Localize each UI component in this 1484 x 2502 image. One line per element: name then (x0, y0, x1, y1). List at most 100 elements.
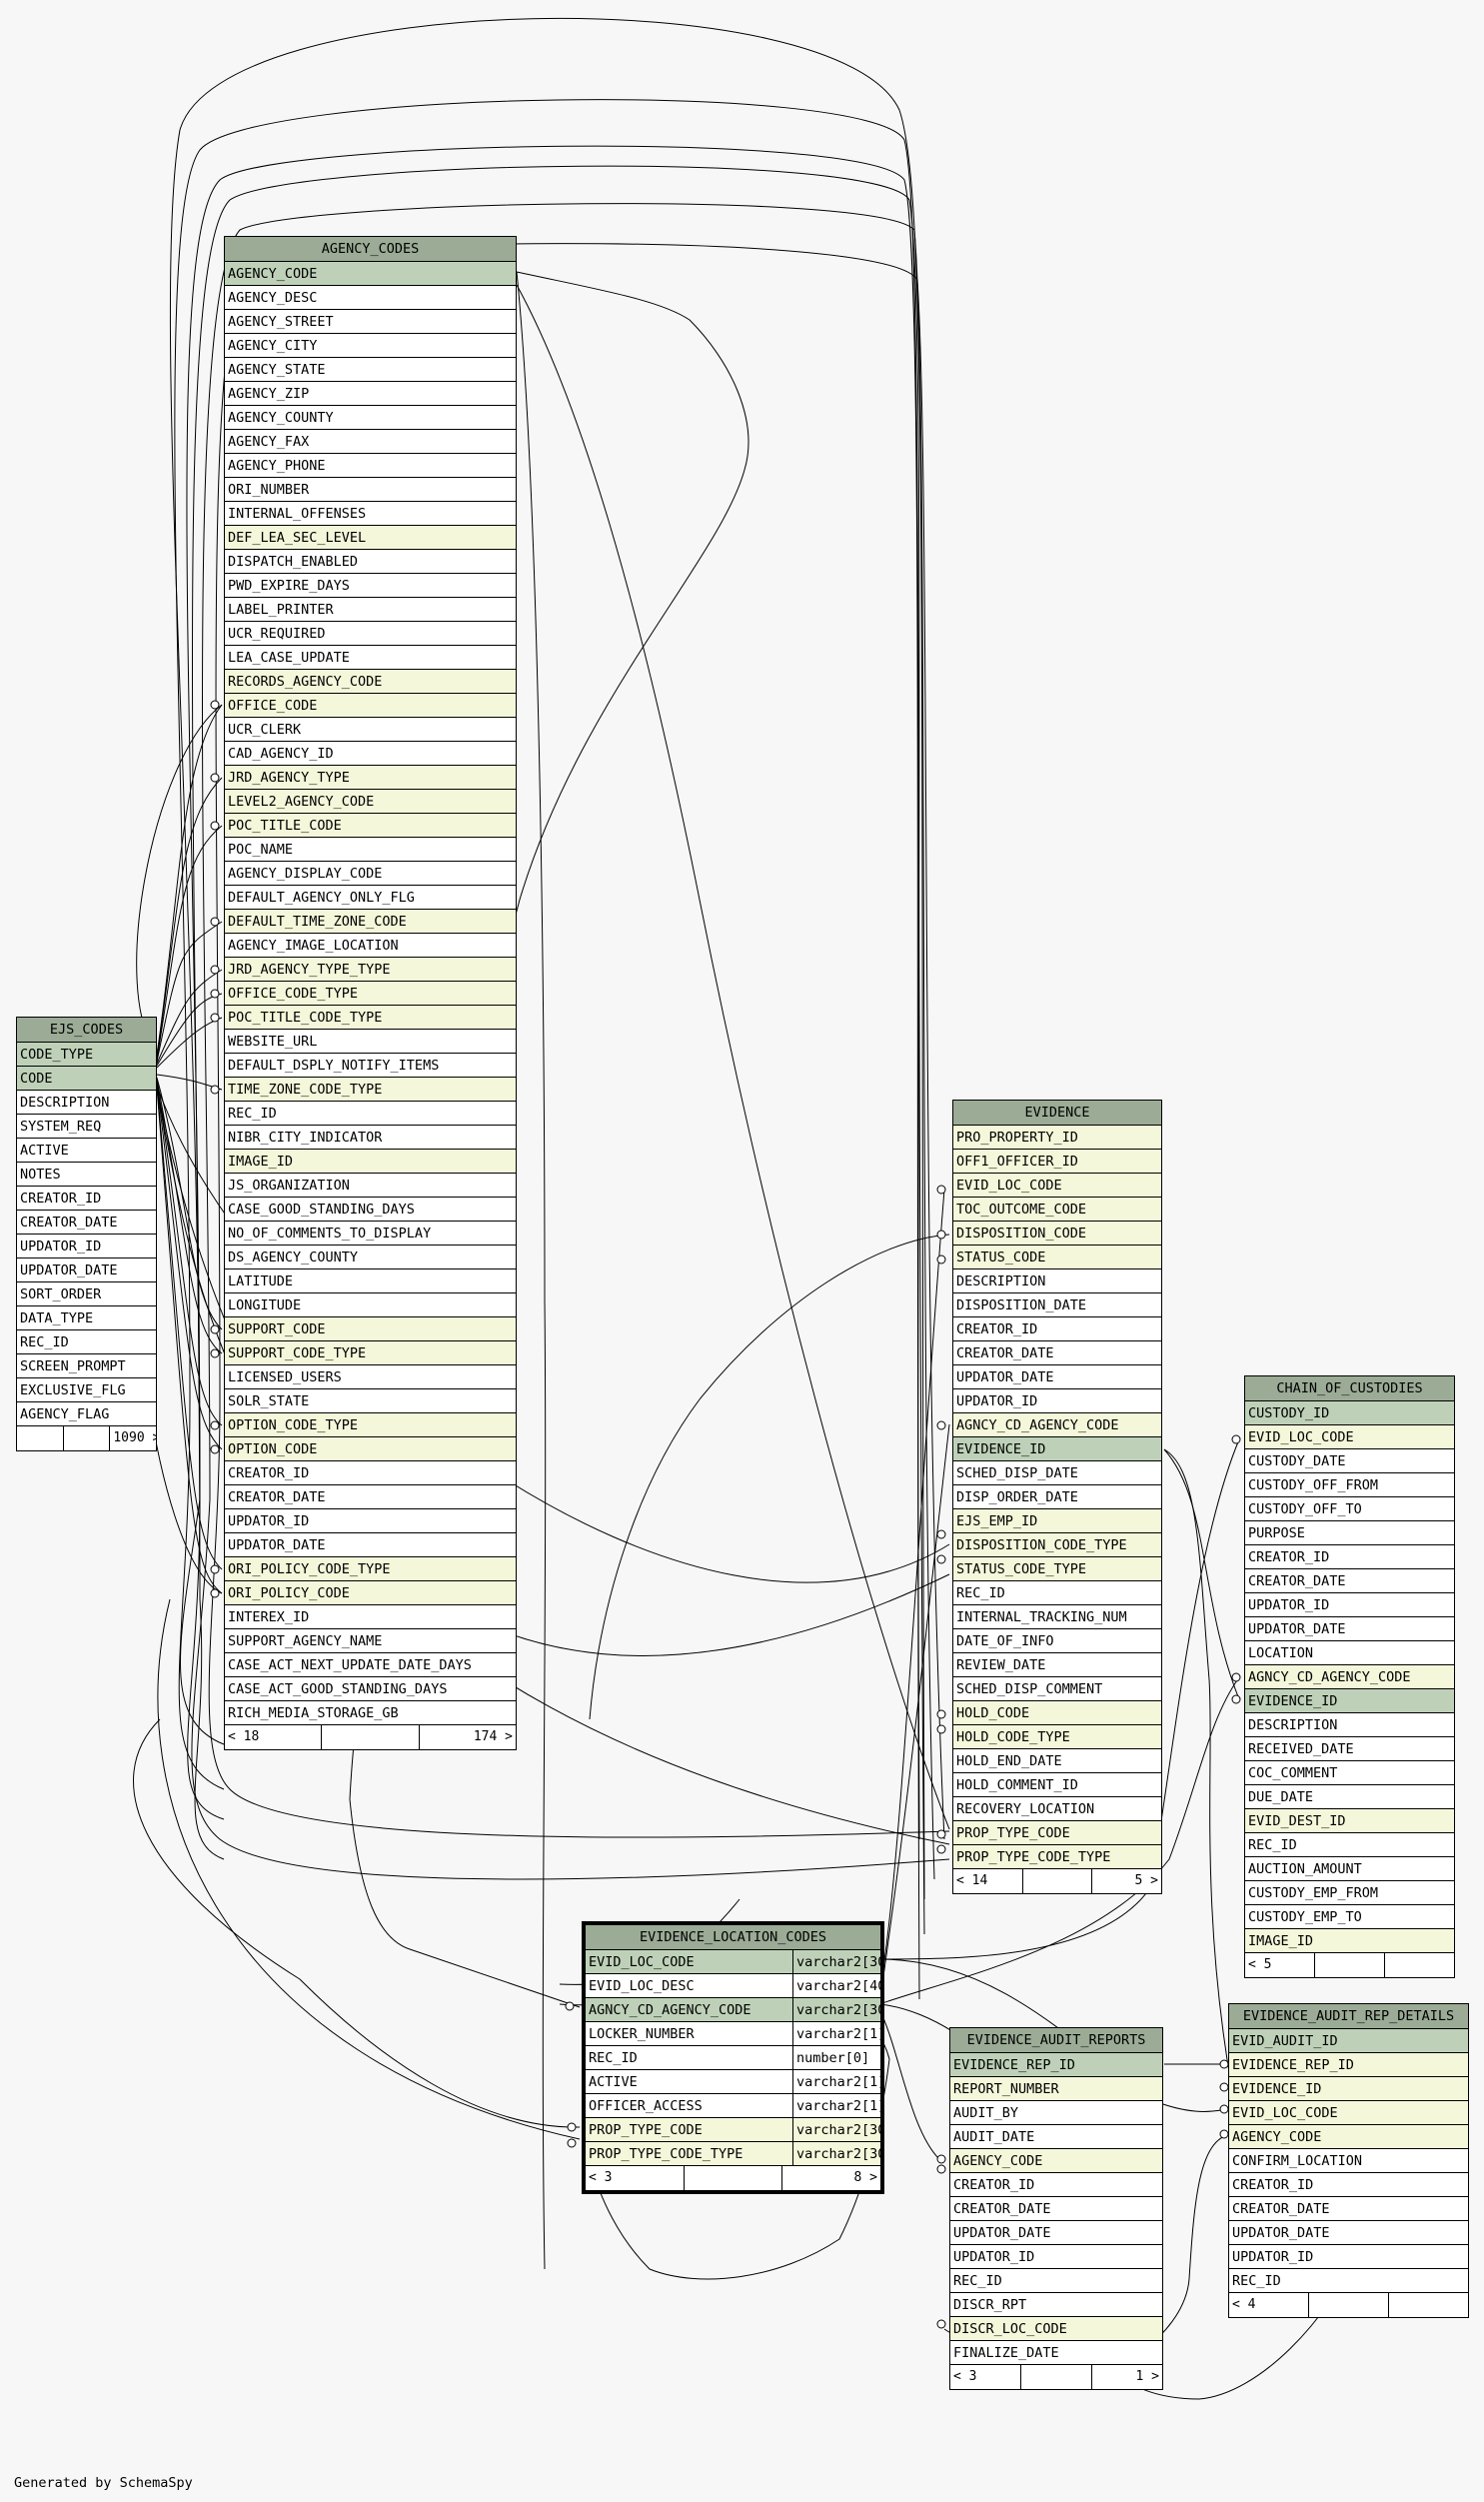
column-row[interactable]: COC_COMMENT (1245, 1761, 1454, 1785)
column-row[interactable]: STATUS_CODE (953, 1246, 1161, 1269)
column-row[interactable]: UPDATOR_ID (17, 1235, 156, 1258)
column-row[interactable]: CUSTODY_EMP_TO (1245, 1905, 1454, 1929)
column-row[interactable]: CAD_AGENCY_ID (225, 742, 516, 766)
column-row[interactable]: CREATOR_DATE (1245, 1569, 1454, 1593)
column-row[interactable]: JRD_AGENCY_TYPE_TYPE (225, 958, 516, 982)
column-row[interactable]: EVIDENCE_ID (1245, 1689, 1454, 1713)
column-row[interactable]: LATITUDE (225, 1269, 516, 1293)
column-row[interactable]: OFFICE_CODE_TYPE (225, 982, 516, 1006)
column-row[interactable]: SCREEN_PROMPT (17, 1354, 156, 1378)
column-row[interactable]: LONGITUDE (225, 1293, 516, 1317)
column-row[interactable]: PRO_PROPERTY_ID (953, 1126, 1161, 1150)
column-row[interactable]: DISP_ORDER_DATE (953, 1485, 1161, 1509)
column-row[interactable]: UCR_REQUIRED (225, 622, 516, 646)
column-row[interactable]: EVIDENCE_ID (1229, 2077, 1468, 2101)
column-row[interactable]: OFF1_OFFICER_ID (953, 1150, 1161, 1174)
table-header[interactable]: EJS_CODES (17, 1018, 156, 1043)
column-row[interactable]: UPDATOR_ID (950, 2245, 1162, 2269)
column-row[interactable]: UPDATOR_ID (953, 1389, 1161, 1413)
column-row[interactable]: LEA_CASE_UPDATE (225, 646, 516, 670)
column-row[interactable]: EXCLUSIVE_FLG (17, 1378, 156, 1402)
column-row[interactable]: PROP_TYPE_CODE (953, 1821, 1161, 1845)
table-header[interactable]: AGENCY_CODES (225, 237, 516, 262)
column-row[interactable]: CREATOR_ID (225, 1461, 516, 1485)
column-row[interactable]: CREATOR_ID (17, 1187, 156, 1211)
column-row[interactable]: RECORDS_AGENCY_CODE (225, 670, 516, 694)
column-row[interactable]: STATUS_CODE_TYPE (953, 1557, 1161, 1581)
column-row[interactable]: CUSTODY_OFF_TO (1245, 1497, 1454, 1521)
table-header[interactable]: EVIDENCE_LOCATION_CODES (586, 1925, 880, 1950)
column-row[interactable]: UPDATOR_DATE (225, 1533, 516, 1557)
column-row[interactable]: POC_NAME (225, 838, 516, 862)
column-row[interactable]: SUPPORT_CODE (225, 1317, 516, 1341)
column-row[interactable]: AGENCY_ZIP (225, 382, 516, 406)
column-row[interactable]: PROP_TYPE_CODE_TYPE (953, 1845, 1161, 1869)
column-row[interactable]: AUDIT_DATE (950, 2125, 1162, 2149)
column-row[interactable]: FINALIZE_DATE (950, 2341, 1162, 2365)
column-row[interactable]: DISPATCH_ENABLED (225, 550, 516, 574)
column-row[interactable]: CUSTODY_ID (1245, 1401, 1454, 1425)
column-row[interactable]: ACTIVE (17, 1139, 156, 1163)
column-row[interactable]: HOLD_CODE_TYPE (953, 1725, 1161, 1749)
column-row[interactable]: SOLR_STATE (225, 1389, 516, 1413)
column-row[interactable]: SCHED_DISP_DATE (953, 1461, 1161, 1485)
column-row[interactable]: SUPPORT_AGENCY_NAME (225, 1629, 516, 1653)
column-row[interactable]: DISPOSITION_DATE (953, 1293, 1161, 1317)
column-row[interactable]: CUSTODY_DATE (1245, 1449, 1454, 1473)
column-row[interactable]: OFFICE_CODE (225, 694, 516, 718)
column-row[interactable]: TIME_ZONE_CODE_TYPE (225, 1078, 516, 1102)
column-row[interactable]: CREATOR_DATE (950, 2197, 1162, 2221)
column-row[interactable]: POC_TITLE_CODE (225, 814, 516, 838)
column-row[interactable]: UPDATOR_ID (225, 1509, 516, 1533)
column-row[interactable]: EVID_AUDIT_ID (1229, 2029, 1468, 2053)
table-header[interactable]: EVIDENCE_AUDIT_REP_DETAILS (1229, 2004, 1468, 2029)
column-row[interactable]: DEFAULT_TIME_ZONE_CODE (225, 910, 516, 934)
column-row[interactable]: REC_ID (950, 2269, 1162, 2293)
column-row[interactable]: AGNCY_CD_AGENCY_CODE (1245, 1665, 1454, 1689)
column-row[interactable]: UPDATOR_DATE (17, 1258, 156, 1282)
column-row[interactable]: REC_ID (225, 1102, 516, 1126)
column-row[interactable]: DATA_TYPE (17, 1306, 156, 1330)
column-row[interactable]: DUE_DATE (1245, 1785, 1454, 1809)
column-row[interactable]: AGNCY_CD_AGENCY_CODE (953, 1413, 1161, 1437)
column-row[interactable]: CASE_GOOD_STANDING_DAYS (225, 1198, 516, 1222)
column-row[interactable]: REC_ID (1229, 2269, 1468, 2293)
column-row[interactable]: ORI_NUMBER (225, 478, 516, 502)
column-row[interactable]: LICENSED_USERS (225, 1365, 516, 1389)
column-row[interactable]: EVIDENCE_REP_ID (950, 2053, 1162, 2077)
column-row[interactable]: CONFIRM_LOCATION (1229, 2149, 1468, 2173)
column-row[interactable]: AGENCY_STREET (225, 310, 516, 334)
column-row[interactable]: RECEIVED_DATE (1245, 1737, 1454, 1761)
column-row[interactable]: SYSTEM_REQ (17, 1115, 156, 1139)
column-row[interactable]: HOLD_COMMENT_ID (953, 1773, 1161, 1797)
column-row[interactable]: TOC_OUTCOME_CODE (953, 1198, 1161, 1222)
column-row[interactable]: UPDATOR_ID (1229, 2245, 1468, 2269)
column-row[interactable]: REC_ID (1245, 1833, 1454, 1857)
column-row[interactable]: POC_TITLE_CODE_TYPE (225, 1006, 516, 1030)
column-row[interactable]: EVID_DEST_ID (1245, 1809, 1454, 1833)
column-row[interactable]: AUDIT_BY (950, 2101, 1162, 2125)
column-row[interactable]: DATE_OF_INFO (953, 1629, 1161, 1653)
column-row[interactable]: DEFAULT_DSPLY_NOTIFY_ITEMS (225, 1054, 516, 1078)
column-row[interactable]: WEBSITE_URL (225, 1030, 516, 1054)
column-row[interactable]: UPDATOR_DATE (950, 2221, 1162, 2245)
column-row[interactable]: HOLD_END_DATE (953, 1749, 1161, 1773)
column-row[interactable]: IMAGE_ID (1245, 1929, 1454, 1953)
column-row[interactable]: EVID_LOC_CODE (953, 1174, 1161, 1198)
column-row[interactable]: CODE (17, 1067, 156, 1091)
column-row[interactable]: CUSTODY_EMP_FROM (1245, 1881, 1454, 1905)
column-row[interactable]: CREATOR_ID (950, 2173, 1162, 2197)
column-row[interactable]: CUSTODY_OFF_FROM (1245, 1473, 1454, 1497)
column-row[interactable]: DISPOSITION_CODE_TYPE (953, 1533, 1161, 1557)
column-row[interactable]: DISCR_RPT (950, 2293, 1162, 2317)
column-row[interactable]: INTERNAL_OFFENSES (225, 502, 516, 526)
